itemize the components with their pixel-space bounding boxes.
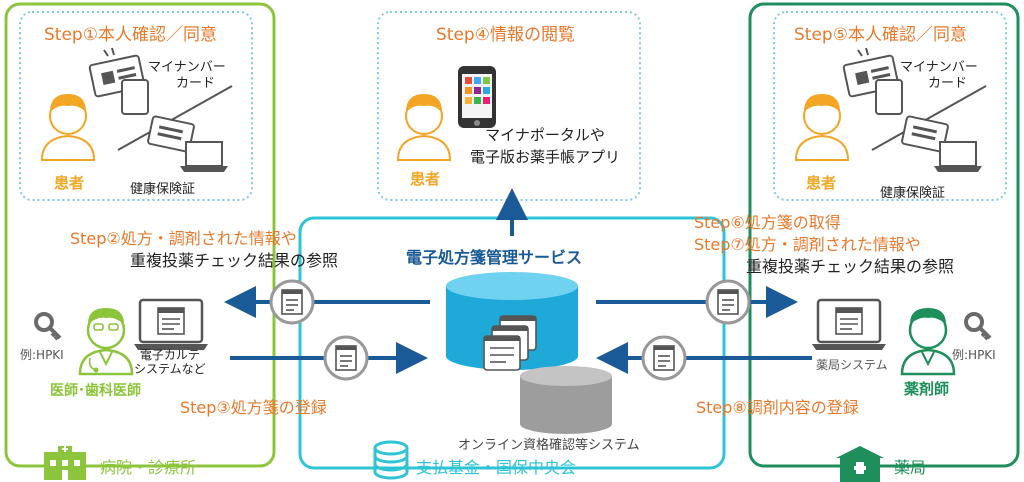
ehr-system-label: 電子カルテ システムなど <box>134 348 206 376</box>
insurance-card-laptop-icon <box>147 115 228 172</box>
card-reader-icon <box>88 47 149 115</box>
app-text-label: マイナポータルや 電子版お薬手帳アプリ <box>470 126 621 166</box>
insurance-card-label: 健康保険証 <box>130 182 196 197</box>
patient-icon <box>40 94 96 161</box>
payment-fund-icon <box>373 440 409 480</box>
divider-line <box>871 85 987 151</box>
pharmacy-building-icon <box>836 446 884 482</box>
hospital-frame <box>4 2 276 468</box>
hpki-example-label: 例:HPKI <box>20 348 64 362</box>
patient-label: 患者 <box>806 174 837 192</box>
smartphone-icon <box>458 66 496 128</box>
step1-label: Step①本人確認／同意 <box>44 25 217 45</box>
doctor-label: 医師･歯科医師 <box>50 383 141 399</box>
pharmacy-frame <box>748 2 1020 468</box>
divider-line <box>117 85 233 151</box>
mynumber-card-label: マイナンバー カード <box>900 60 978 91</box>
pharmacy-system-label: 薬局システム <box>816 358 888 372</box>
patient-icon <box>794 94 850 161</box>
stacked-documents-icon <box>483 315 537 371</box>
hpki-example-label: 例:HPKI <box>952 348 996 362</box>
pharmacist-label: 薬剤師 <box>904 380 950 398</box>
hospital-org-label: 病院・診療所 <box>100 458 197 477</box>
pharmacy-org-label: 薬局 <box>894 458 927 477</box>
doctor-icon <box>78 308 134 376</box>
step3-label: Step③処方箋の登録 <box>180 398 327 417</box>
patient-icon <box>396 94 452 161</box>
online-system-label: オンライン資格確認等システム <box>458 438 640 453</box>
mynumber-card-label: マイナンバー カード <box>148 60 226 91</box>
service-name-label: 電子処方箋管理サービス <box>406 248 583 267</box>
hospital-building-icon <box>44 446 86 480</box>
hpki-key-icon <box>964 312 992 341</box>
card-reader-icon <box>842 47 903 115</box>
document-icon <box>269 279 315 325</box>
step4-label: Step④情報の閲覧 <box>436 25 575 45</box>
step2-label: Step②処方・調剤された情報や 重複投薬チェック結果の参照 <box>70 229 339 270</box>
insurance-card-laptop-icon <box>901 115 982 172</box>
document-icon <box>705 279 751 325</box>
document-icon <box>323 335 369 381</box>
pharmacy-laptop-icon <box>812 298 886 350</box>
step7-label: Step⑦処方・調剤された情報や 重複投薬チェック結果の参照 <box>694 235 955 276</box>
center-org-label: 支払基金・国保中央会 <box>416 458 577 477</box>
hpki-key-icon <box>34 312 62 341</box>
ehr-laptop-icon <box>134 298 208 350</box>
online-system-database-icon <box>520 366 612 434</box>
patient-label: 患者 <box>54 174 85 192</box>
document-icon <box>641 335 687 381</box>
insurance-card-label: 健康保険証 <box>880 186 946 201</box>
pharmacist-icon <box>900 308 956 376</box>
step8-label: Step⑧調剤内容の登録 <box>696 398 859 417</box>
patient-label: 患者 <box>410 170 441 188</box>
step6-label: Step⑥処方箋の取得 <box>694 213 841 232</box>
step5-label: Step⑤本人確認／同意 <box>794 25 967 45</box>
